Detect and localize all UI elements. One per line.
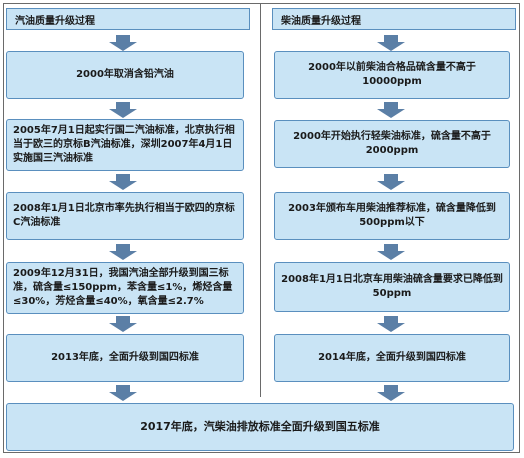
down-arrow-icon [108, 174, 138, 190]
down-arrow-icon [376, 102, 406, 118]
down-arrow-icon [108, 102, 138, 118]
gasoline-step-5: 2013年底，全面升级到国四标准 [6, 334, 244, 382]
gasoline-title: 汽油质量升级过程 [15, 15, 95, 27]
diesel-step-2: 2000年开始执行轻柴油标准，硫含量不高于2000ppm [274, 120, 510, 168]
final-step: 2017年底，汽柴油排放标准全面升级到国五标准 [6, 403, 514, 451]
down-arrow-icon [376, 174, 406, 190]
down-arrow-icon [376, 244, 406, 260]
gasoline-step-4: 2009年12月31日，我国汽油全部升级到国三标准，硫含量≤150ppm，苯含量… [6, 262, 244, 314]
gasoline-step-1: 2000年取消含铅汽油 [6, 51, 244, 99]
down-arrow-icon [108, 35, 138, 51]
down-arrow-icon [376, 35, 406, 51]
down-arrow-icon [108, 385, 138, 401]
down-arrow-icon [376, 385, 406, 401]
gasoline-step-3: 2008年1月1日北京市率先执行相当于欧四的京标C汽油标准 [6, 192, 244, 240]
diesel-step-4: 2008年1月1日北京车用柴油硫含量要求已降低到50ppm [274, 262, 510, 312]
down-arrow-icon [376, 316, 406, 332]
column-divider [260, 3, 261, 397]
down-arrow-icon [108, 316, 138, 332]
diesel-step-5: 2014年底，全面升级到国四标准 [274, 334, 510, 382]
diesel-step-1: 2000年以前柴油合格品硫含量不高于10000ppm [274, 51, 510, 99]
gasoline-step-2: 2005年7月1日起实行国二汽油标准，北京执行相当于欧三的京标B汽油标准，深圳2… [6, 119, 244, 171]
down-arrow-icon [108, 244, 138, 260]
gasoline-header: 汽油质量升级过程 [6, 8, 250, 30]
diesel-step-3: 2003年颁布车用柴油推荐标准，硫含量降低到500ppm以下 [274, 192, 510, 240]
diesel-title: 柴油质量升级过程 [281, 15, 361, 27]
diagram-frame [3, 3, 520, 453]
diesel-header: 柴油质量升级过程 [272, 8, 516, 30]
